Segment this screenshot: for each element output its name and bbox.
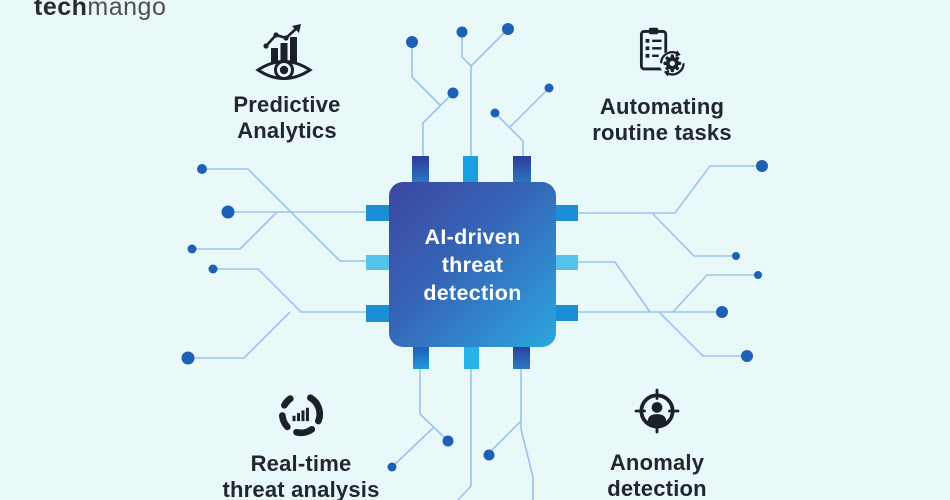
person-crosshair-icon	[634, 388, 680, 434]
circuit-node-dots	[181, 23, 768, 472]
growth-chart-eye-icon	[255, 24, 313, 80]
brand-logo-tech: tech	[34, 0, 88, 21]
feature-label-predictive-analytics: Predictive Analytics	[233, 92, 341, 143]
circuit-traces	[188, 28, 762, 500]
central-chip: AI-driven threat detection	[389, 182, 556, 347]
feature-predictive-analytics: Predictive Analytics	[187, 24, 387, 143]
feature-automating-routine-tasks: Automating routine tasks	[552, 24, 772, 145]
feature-label-automating-routine-tasks: Automating routine tasks	[592, 94, 732, 145]
feature-anomaly-detection: Anomaly detection	[547, 386, 767, 500]
feature-label-real-time-threat-analysis: Real-time threat analysis	[222, 451, 380, 500]
feature-real-time-threat-analysis: Real-time threat analysis	[191, 389, 411, 500]
feature-label-anomaly-detection: Anomaly detection	[607, 450, 707, 500]
chip-pins	[366, 156, 578, 369]
brand-logo-mango: mango	[87, 0, 167, 21]
brand-logo: techmango	[34, 0, 166, 22]
donut-bars-icon	[278, 391, 324, 437]
clipboard-gear-icon	[639, 27, 685, 77]
chip-title: AI-driven threat detection	[423, 224, 522, 305]
